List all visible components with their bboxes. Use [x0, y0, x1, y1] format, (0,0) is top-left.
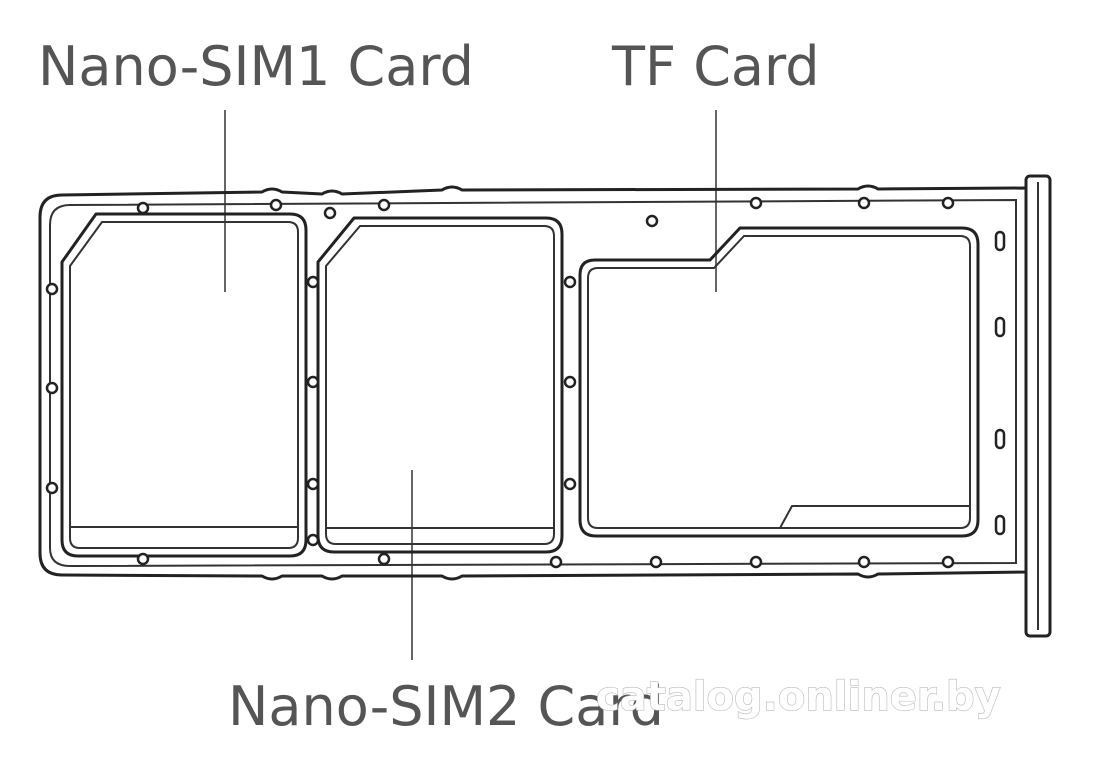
mount-hole — [563, 477, 577, 491]
mount-hole — [306, 375, 320, 389]
mount-hole — [563, 275, 577, 289]
watermark: catalog.onliner.by — [596, 674, 1001, 720]
latch-slot — [994, 514, 1006, 536]
mount-hole — [645, 214, 659, 228]
label-tf-card: TF Card — [611, 35, 820, 98]
mount-hole — [857, 196, 871, 210]
mount-hole — [45, 381, 59, 395]
mount-hole — [941, 555, 955, 569]
mount-hole — [649, 555, 663, 569]
nano-sim1-slot — [60, 212, 308, 558]
mount-hole — [549, 555, 563, 569]
mount-hole — [136, 552, 150, 566]
mount-hole — [377, 552, 391, 566]
mount-hole — [269, 198, 283, 212]
nano-sim2-slot — [316, 216, 564, 554]
mount-hole — [136, 201, 150, 215]
mount-hole — [749, 196, 763, 210]
mount-hole — [45, 481, 59, 495]
mount-hole — [941, 196, 955, 210]
latch-slot — [994, 428, 1006, 450]
mount-hole — [377, 198, 391, 212]
mount-hole — [749, 555, 763, 569]
mount-hole — [306, 533, 320, 547]
mount-hole — [45, 282, 59, 296]
nano-sim2-slot-inner — [325, 225, 555, 545]
mount-hole — [323, 206, 337, 220]
tray-inner-outline — [49, 198, 1017, 568]
tray-outline — [38, 184, 1028, 581]
tf-card-slot — [578, 226, 980, 538]
label-nano-sim1: Nano-SIM1 Card — [38, 35, 474, 98]
tray-end-cap — [1024, 174, 1052, 638]
mount-hole — [306, 477, 320, 491]
latch-slot — [994, 316, 1006, 338]
mount-hole — [563, 375, 577, 389]
tf-card-notch — [779, 505, 970, 529]
label-nano-sim2: Nano-SIM2 Card — [228, 675, 664, 738]
latch-slot — [994, 230, 1006, 252]
nano-sim1-slot-inner — [69, 221, 299, 549]
mount-hole — [306, 275, 320, 289]
mount-hole — [857, 555, 871, 569]
tf-card-slot-inner — [587, 235, 971, 529]
